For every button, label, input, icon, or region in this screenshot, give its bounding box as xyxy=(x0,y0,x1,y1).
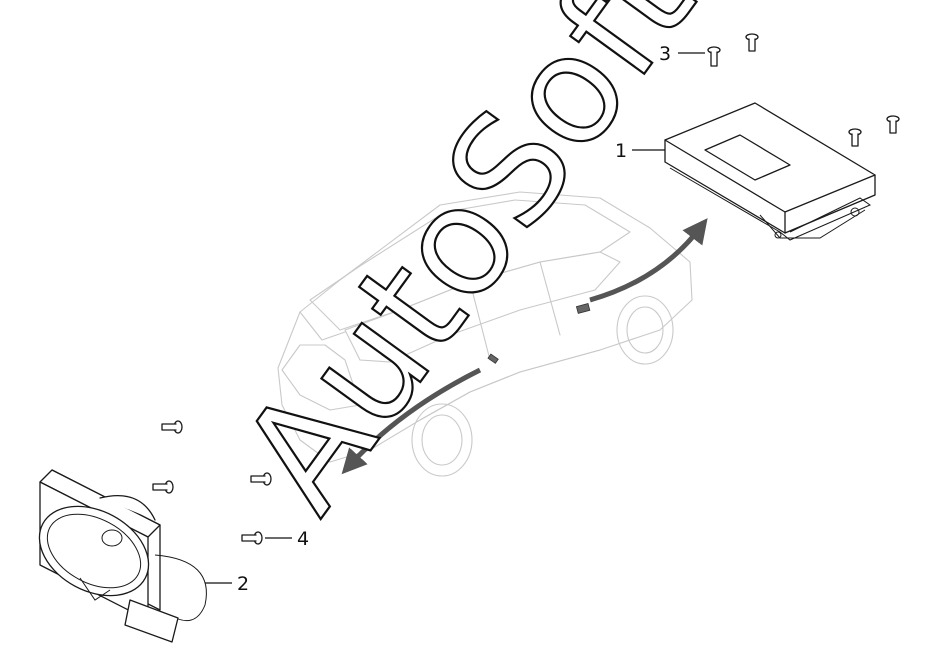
callout-3: 3 xyxy=(659,43,671,65)
callout-1: 1 xyxy=(615,140,627,162)
screws-group-4 xyxy=(152,420,272,545)
screws-group-3 xyxy=(707,33,900,147)
speaker-assembly xyxy=(38,469,207,643)
watermark-text: AutoSoft xyxy=(208,0,727,541)
control-module xyxy=(664,102,876,241)
vehicle-outline xyxy=(277,191,693,477)
leader-lines xyxy=(205,52,705,584)
callout-4: 4 xyxy=(297,528,309,550)
flow-arrows xyxy=(341,218,708,475)
callout-2: 2 xyxy=(237,573,249,595)
